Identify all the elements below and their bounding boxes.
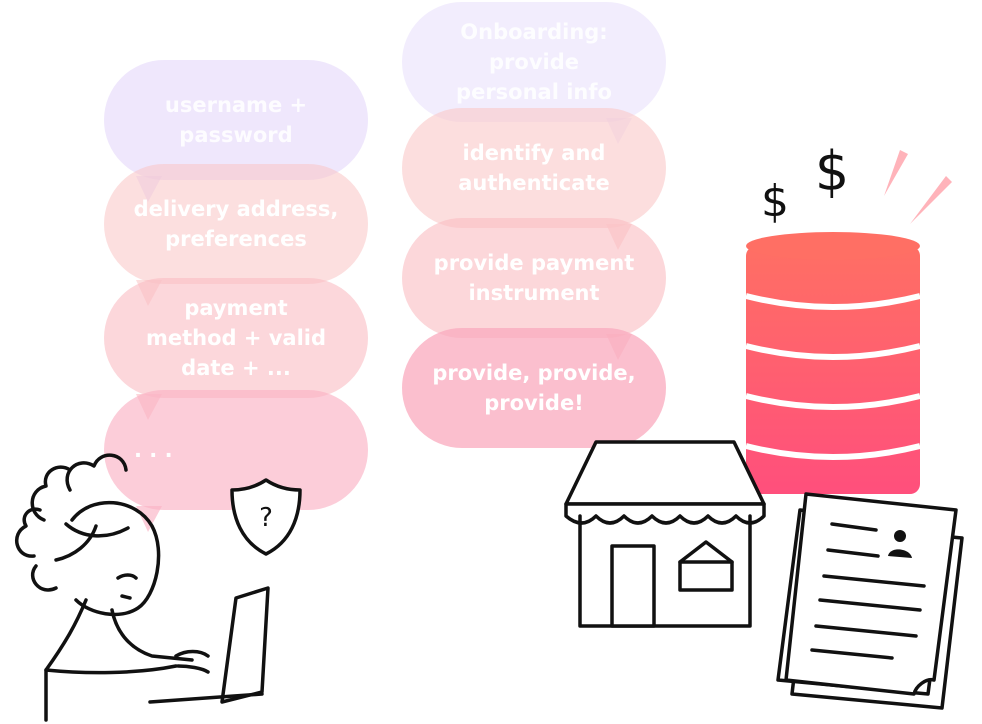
database-stack-icon xyxy=(745,232,921,494)
bubble-payment-method: payment method + valid date + ... xyxy=(104,278,368,420)
dollar-icon: $ xyxy=(815,140,849,203)
person-at-laptop-icon xyxy=(15,453,270,722)
bubble-payment-instrument: provide payment instrument xyxy=(402,218,666,360)
bubble-delivery-address: delivery address, preferences xyxy=(104,164,368,306)
bubble-text: username + password xyxy=(164,93,308,147)
bubble-text: . . . xyxy=(134,438,173,462)
bubble-text: provide payment instrument xyxy=(433,251,635,305)
sparkle-rays-icon xyxy=(884,150,952,224)
bubble-text: Onboarding: provide personal info xyxy=(456,20,612,104)
shield-question-mark: ? xyxy=(259,503,273,533)
bubble-text: delivery address, preferences xyxy=(133,197,339,251)
dollar-icons: $ $ xyxy=(761,140,849,227)
dollar-icon: $ xyxy=(761,176,789,227)
documents-icon xyxy=(776,492,964,710)
bubble-text: identify and authenticate xyxy=(458,141,610,195)
bubble-text: provide, provide, provide! xyxy=(432,361,636,415)
bubble-text: payment method + valid date + ... xyxy=(145,296,327,380)
storefront-icon xyxy=(564,440,766,628)
shield-question-icon: ? xyxy=(230,478,302,556)
bubble-identify-authenticate: identify and authenticate xyxy=(402,108,666,250)
